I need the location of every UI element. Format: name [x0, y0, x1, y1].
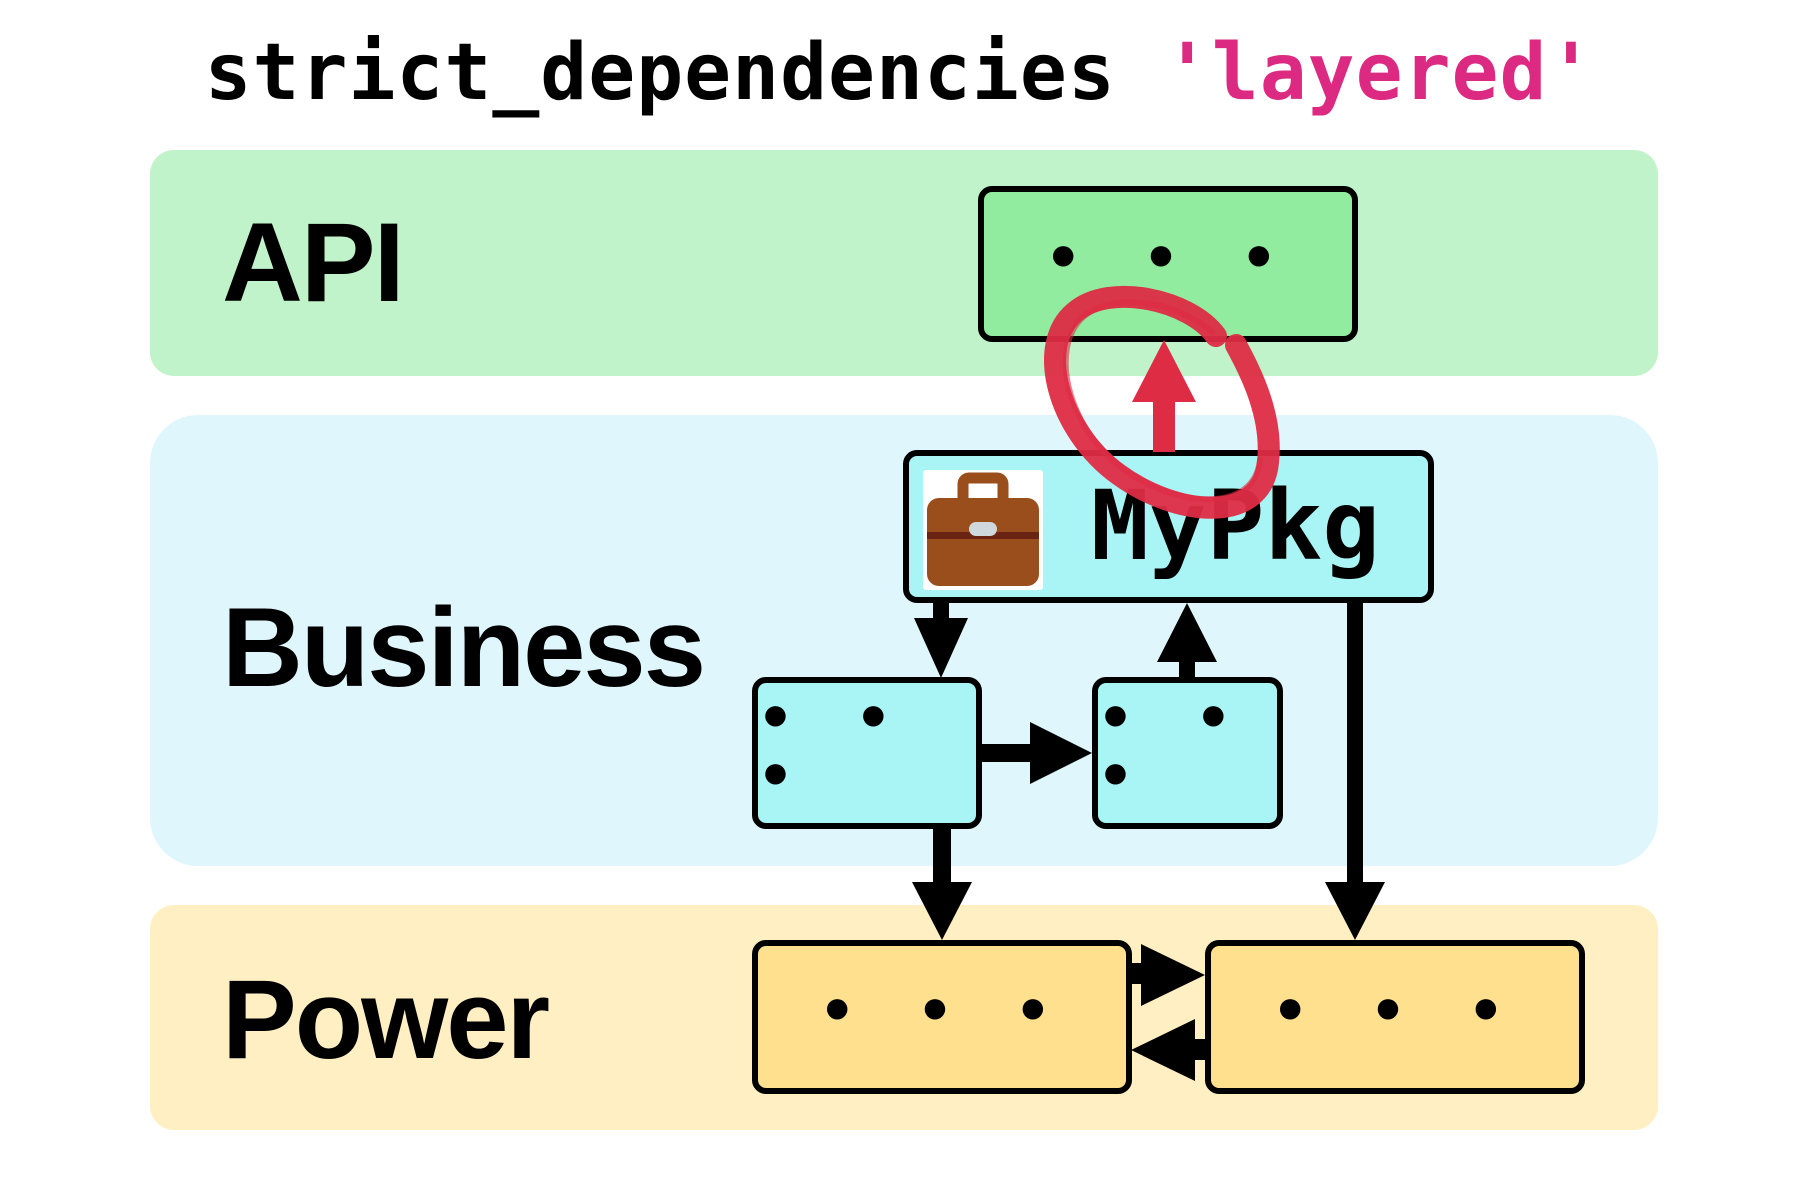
layer-label-business: Business: [222, 585, 706, 710]
business-package-box-2[interactable]: • • •: [1092, 677, 1283, 829]
business-package-1-label: • • •: [758, 684, 905, 810]
briefcase-icon: [923, 470, 1043, 590]
business-package-2-label: • • •: [1098, 684, 1245, 810]
layer-label-api: API: [222, 200, 405, 325]
title-argument: 'layered': [1163, 28, 1596, 118]
power-package-box-1[interactable]: • • •: [752, 940, 1132, 1094]
power-package-2-label: • • •: [1272, 977, 1518, 1045]
business-package-box-1[interactable]: • • •: [752, 677, 982, 829]
title-code: strict_dependencies: [204, 28, 1116, 118]
mypkg-label: MyPkg: [1091, 470, 1380, 582]
power-package-1-label: • • •: [819, 977, 1065, 1045]
layer-label-power: Power: [222, 957, 550, 1082]
api-package-box[interactable]: • • •: [978, 186, 1358, 342]
power-package-box-2[interactable]: • • •: [1205, 940, 1585, 1094]
api-package-label: • • •: [1045, 224, 1291, 292]
layer-band-api: API: [150, 150, 1658, 376]
diagram-title: strict_dependencies 'layered': [0, 28, 1800, 118]
mypkg-package-box[interactable]: MyPkg: [903, 450, 1434, 603]
